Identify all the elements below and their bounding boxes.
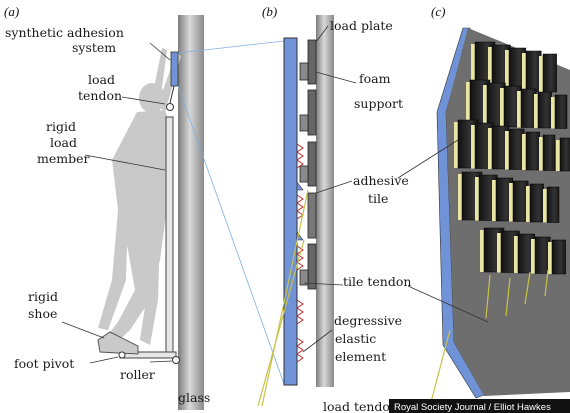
tile-edge [475,177,479,221]
tile-edge [480,230,484,272]
adhesive-tile [542,134,556,171]
tile-edge [543,189,547,223]
rigid-load-member [165,116,174,359]
tile-edge [551,97,555,129]
adhesive-tile [542,53,557,93]
label-load-tendon-b: load tendon [323,399,398,413]
tile-edge [514,236,518,273]
label-member: member [37,151,90,166]
adhesive-tile [512,180,529,222]
tile-edge [466,82,470,126]
credit-bar: Royal Society Journal / Elliot Hawkes [389,399,570,413]
tile-edge [505,50,509,91]
adhesive-wedges [296,181,304,241]
tile-tendons-b [257,189,309,407]
adhesive-tile [537,91,552,129]
load-tendon-a [169,85,175,104]
tile-edge [522,53,526,92]
tile-edge [500,88,504,127]
label-tile: tile [368,191,388,206]
tile-edge [509,183,513,222]
tile-edge [458,174,462,220]
adhesive-tile [546,186,560,223]
adhesive-tile [529,183,544,223]
panel-c-label: (c) [431,4,445,19]
adhesive-tile [525,50,542,92]
panel-a-label: (a) [4,4,19,19]
tile-stack [299,39,317,290]
credit-text: Royal Society Journal / Elliot Hawkes [394,402,551,413]
label-tendon: tendon [78,88,122,103]
tile-edge [526,186,530,222]
adhesive-tile [525,131,540,171]
label-element: element [335,349,386,364]
panel-a-leaders [61,42,173,364]
tile-edge [454,122,458,168]
tile-grid [454,41,570,275]
label-load-plate: load plate [330,18,393,33]
tile-edge [488,47,492,91]
label-load-2: load [50,135,77,150]
tile-edge [505,131,509,170]
upper-pivot [166,103,174,111]
adhesive-tile [551,239,566,275]
label-tile-tendon: tile tendon [343,274,411,289]
foot-pivot-joint [118,351,126,359]
panel-c: (c) [397,4,570,407]
adhesive-tile [508,128,525,170]
adhesive-tile [554,94,568,129]
tile-edge [497,233,501,273]
tile-edge [488,128,492,169]
adhesive-tile [520,88,537,128]
label-elastic: elastic [335,331,376,346]
label-rigid: rigid [46,119,76,134]
adhesive-tile [534,236,551,274]
tile-edge [534,94,538,128]
tile-edge [517,91,521,128]
load-plate [283,37,298,386]
glass-wall-a [178,15,204,410]
tile-edge [539,56,543,92]
label-adhesive: adhesive [353,173,409,188]
label-foot-pivot: foot pivot [14,356,74,371]
shoe [97,331,139,355]
label-foam: foam [359,71,391,86]
label-synthetic-adhesion: synthetic adhesion [5,25,124,40]
label-system: system [72,40,116,55]
zoom-lines [177,40,285,385]
label-roller: roller [120,367,155,382]
glass-wall-b [316,15,334,387]
tile-edge [556,140,560,171]
tile-edge [522,134,526,170]
label-degressive: degressive [334,313,402,328]
label-support: support [354,96,403,111]
tile-edge [531,239,535,274]
adhesive-tile [559,137,570,172]
panel-a: (a) [4,4,210,410]
adhesion-pad [170,51,179,87]
tile-edge [471,125,475,169]
roller-wheel [172,356,180,364]
label-load: load [88,72,115,87]
label-shoe: shoe [28,306,57,321]
tile-edge [492,180,496,221]
panel-b-label: (b) [262,4,277,19]
panel-b-leaders [302,25,357,353]
tile-edge [548,242,552,274]
tile-edge [539,137,543,171]
tile-edge [471,44,475,90]
tile-edge [483,85,487,127]
tile-tendons-c [429,269,549,407]
label-rigid-shoe: rigid [28,289,58,304]
panel-c-leaders [397,139,489,323]
label-glass: glass [178,390,210,405]
panel-b: (b) [257,4,411,413]
